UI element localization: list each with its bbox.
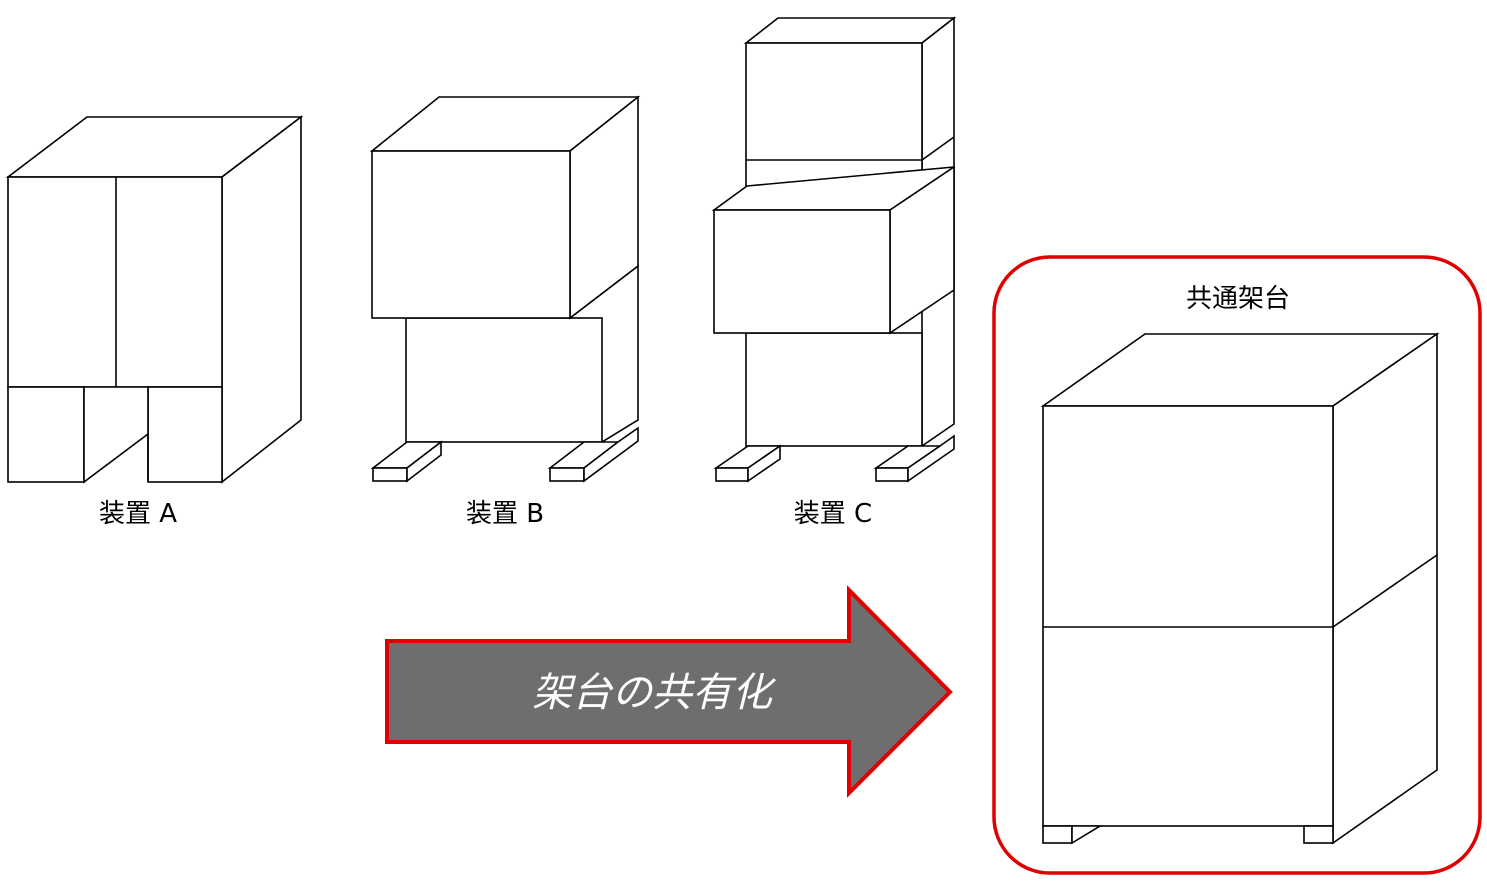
device-c: 装置 C (711, 16, 957, 529)
device-a-label: 装置 A (99, 499, 177, 529)
share-arrow: 架台の共有化 (385, 585, 953, 798)
device-c-foot-right-side (907, 434, 955, 483)
common-rack-foot-left (1042, 825, 1073, 844)
device-b-foot-left-front (372, 467, 408, 482)
device-c-foot-right-front (875, 467, 909, 482)
device-b-foot-left-side (406, 440, 442, 483)
device-c-top-box-split-side (921, 136, 955, 161)
device-c-middle-box-front (713, 209, 891, 334)
common-rack-front (1042, 405, 1334, 827)
common-rack-side-split (1332, 554, 1438, 628)
device-c-stand-front (745, 332, 923, 447)
common-rack-foot-left-side (1071, 825, 1103, 845)
device-b: 装置 B (369, 95, 641, 529)
common-rack-side-face (1332, 332, 1438, 845)
device-b-stand-front (405, 317, 603, 443)
device-a-left-leg (7, 386, 85, 483)
device-a-right-leg (147, 386, 223, 483)
common-rack-foot-right (1303, 825, 1334, 844)
arrow-label: 架台の共有化 (532, 670, 777, 716)
common-rack-highlight-frame (992, 255, 1482, 875)
device-a-front-upper (7, 176, 223, 388)
device-b-label: 装置 B (466, 499, 544, 529)
device-a-side-face (221, 115, 302, 484)
device-b-foot-right-side (583, 426, 639, 483)
device-c-foot-left-front (715, 467, 749, 482)
device-a-gap-recess (83, 386, 149, 484)
device-b-foot-right-front (549, 467, 585, 482)
device-c-top-box-top (743, 17, 957, 44)
arrow-shape (385, 585, 953, 798)
common-rack: 共通架台 (992, 255, 1482, 875)
device-a: 装置 A (5, 115, 304, 529)
common-rack-label: 共通架台 (1186, 284, 1290, 314)
device-b-box-front (371, 150, 571, 319)
device-c-foot-left-side (747, 444, 781, 483)
device-c-top-box-front (745, 42, 923, 192)
device-c-label: 装置 C (794, 499, 872, 529)
